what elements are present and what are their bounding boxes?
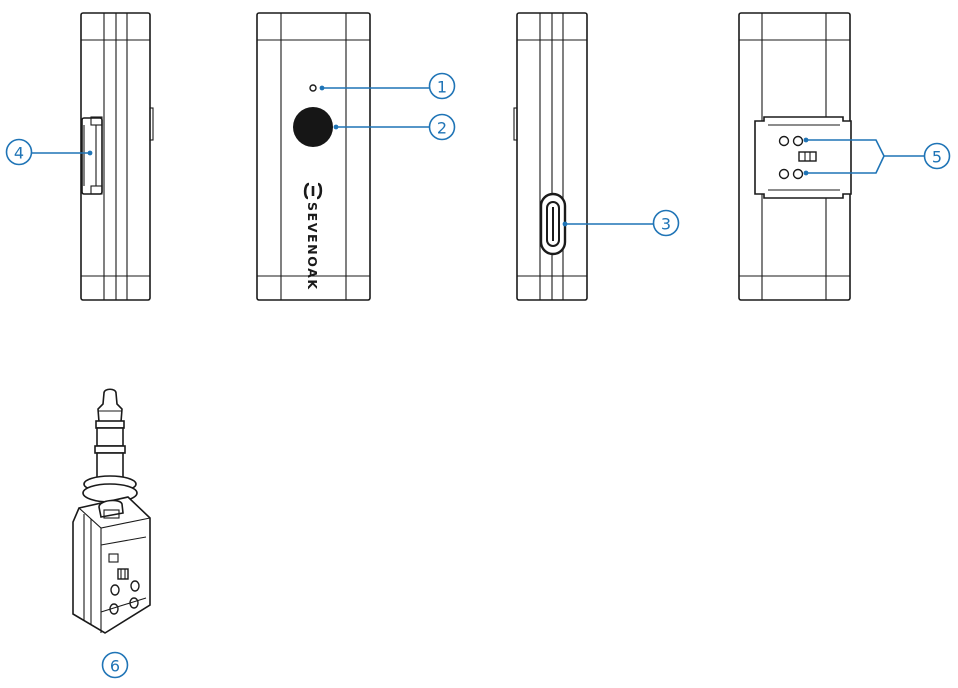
callout-1: 1 <box>319 72 456 100</box>
back-view <box>738 12 852 301</box>
callout-3-label: 3 <box>661 215 671 234</box>
brand-logo: SEVENOAK <box>303 182 323 291</box>
callout-2: 2 <box>333 113 456 141</box>
trs-jack-adapter-icon <box>72 388 151 634</box>
callout-5-label: 5 <box>932 148 942 167</box>
callout-6-label: 6 <box>110 657 120 676</box>
callout-2-label: 2 <box>437 119 447 138</box>
callout-4: 4 <box>5 138 93 166</box>
callout-4-label: 4 <box>14 144 24 163</box>
brand-logo-text: SEVENOAK <box>305 202 320 291</box>
side-clip-icon <box>81 116 103 195</box>
indicator-led-icon <box>309 84 317 92</box>
pogo-contact-pins-icon <box>754 116 852 199</box>
power-button-icon <box>293 107 333 147</box>
brand-mark-icon <box>303 182 323 200</box>
callout-1-label: 1 <box>437 78 447 97</box>
callout-3: 3 <box>562 209 680 237</box>
side-view-right <box>513 12 588 301</box>
front-view: SEVENOAK <box>256 12 371 301</box>
callout-6: 6 <box>101 651 129 679</box>
callout-5: 5 <box>803 137 951 176</box>
usb-c-port-icon <box>539 192 567 256</box>
side-view-left <box>80 12 154 301</box>
